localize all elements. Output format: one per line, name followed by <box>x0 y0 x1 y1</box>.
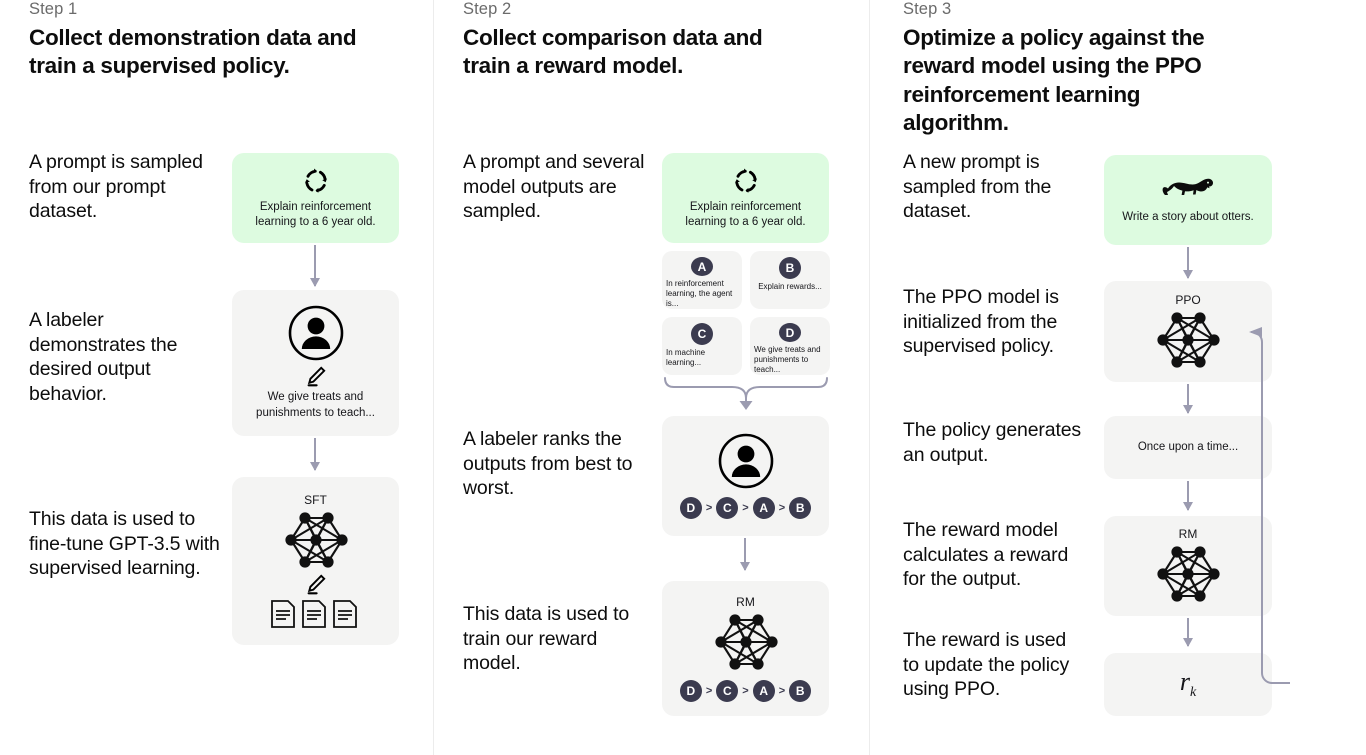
step-3-prompt-box[interactable]: Write a story about otters. <box>1104 155 1272 245</box>
step-1-sft-title: SFT <box>304 493 327 507</box>
step-1-desc-1: A prompt is sampled from our prompt data… <box>29 151 203 223</box>
step-1-sft-box[interactable]: SFT <box>232 477 399 645</box>
reward-symbol-k: k <box>1189 685 1197 701</box>
refresh-cycle-icon <box>301 166 331 196</box>
output-option-c[interactable]: C In machine learning... <box>662 317 742 375</box>
step-2-merge-brace <box>661 375 831 411</box>
step-3-output-box[interactable]: Once upon a time... <box>1104 416 1272 479</box>
rank-sep-1: > <box>705 502 713 514</box>
pencil-icon <box>304 572 328 596</box>
step-1-column: Step 1 Collect demonstration data and tr… <box>0 0 433 755</box>
step-1-prompt-text: Explain reinforcement learning to a 6 ye… <box>255 200 376 228</box>
refresh-cycle-icon <box>731 166 761 196</box>
output-d-text: We give treats and punishments to teach.… <box>754 345 821 374</box>
output-option-b[interactable]: B Explain rewards... <box>750 251 830 309</box>
step-3-rm-box[interactable]: RM <box>1104 516 1272 616</box>
step-2-rm-title: RM <box>736 595 755 609</box>
neural-network-icon <box>275 509 357 571</box>
otter-icon <box>1159 174 1217 204</box>
step-3-ppo-box[interactable]: PPO <box>1104 281 1272 382</box>
step-1-labeler-box[interactable]: We give treats and punishments to teach.… <box>232 290 399 436</box>
badge-a: A <box>691 257 713 276</box>
output-c-text: In machine learning... <box>666 348 706 367</box>
output-option-d[interactable]: D We give treats and punishments to teac… <box>750 317 830 375</box>
step-1-arrow-1 <box>314 245 316 286</box>
step-2-ranking-box[interactable]: D > C > A > B <box>662 416 829 536</box>
badge-b: B <box>779 257 801 279</box>
step-2-prompt-text: Explain reinforcement learning to a 6 ye… <box>685 200 806 228</box>
rank-badge-2: C <box>716 497 739 519</box>
step-3-reward-box[interactable]: rk <box>1104 653 1272 716</box>
ppo-feedback-loop-arrow <box>1249 320 1309 685</box>
step-3-desc-3: The policy generates an output. <box>903 419 1082 466</box>
output-a-text: In reinforcement learning, the agent is.… <box>666 279 733 308</box>
output-b-text: Explain rewards... <box>758 282 822 291</box>
step-3-title: Optimize a policy against the reward mod… <box>903 25 1205 136</box>
badge-d: D <box>779 323 801 342</box>
step-3-desc-4: The reward model calculates a reward for… <box>903 519 1069 591</box>
step-2-desc-3: This data is used to train our reward mo… <box>463 603 630 675</box>
rm-rank-sep-2: > <box>742 685 749 697</box>
neural-network-icon <box>1147 543 1229 605</box>
rank-sep-2: > <box>742 502 749 514</box>
rm-rank-badge-1: D <box>679 680 702 702</box>
step-3-desc-5: The reward is used to update the policy … <box>903 629 1070 701</box>
step-3-arrow-4 <box>1187 618 1189 646</box>
person-circle-icon <box>718 433 774 489</box>
step-3-ppo-title: PPO <box>1175 292 1201 307</box>
step-3-arrow-3 <box>1187 481 1189 510</box>
step-3-label: Step 3 <box>903 0 952 18</box>
reward-symbol-r: r <box>1179 667 1190 697</box>
rm-rank-sep-1: > <box>705 685 713 697</box>
pencil-icon <box>304 364 328 388</box>
step-1-desc-3: This data is used to fine-tune GPT-3.5 w… <box>29 508 220 580</box>
badge-c: C <box>691 323 713 345</box>
step-1-title: Collect demonstration data and train a s… <box>29 25 357 79</box>
step-1-label: Step 1 <box>29 0 78 18</box>
step-2-rm-ranking-row: D > C > A > B <box>679 680 812 702</box>
rank-badge-3: A <box>752 497 775 519</box>
neural-network-icon <box>705 611 787 673</box>
output-option-a[interactable]: A In reinforcement learning, the agent i… <box>662 251 742 309</box>
step-2-label: Step 2 <box>463 0 512 18</box>
step-3-column: Step 3 Optimize a policy against the rew… <box>869 0 1366 755</box>
step-2-ranking-row: D > C > A > B <box>679 497 812 519</box>
step-2-arrow-1 <box>744 538 746 570</box>
step-3-prompt-text: Write a story about otters. <box>1122 211 1254 224</box>
step-2-outputs-grid: A In reinforcement learning, the agent i… <box>662 251 830 375</box>
step-1-prompt-box[interactable]: Explain reinforcement learning to a 6 ye… <box>232 153 399 243</box>
documents-icon <box>270 599 362 629</box>
person-circle-icon <box>288 305 344 361</box>
step-2-desc-2: A labeler ranks the outputs from best to… <box>463 428 633 500</box>
rank-sep-3: > <box>778 502 786 514</box>
rm-rank-badge-2: C <box>716 680 739 702</box>
step-3-arrow-2 <box>1187 384 1189 413</box>
step-1-desc-2: A labeler demonstrates the desired outpu… <box>29 309 178 405</box>
rm-rank-sep-3: > <box>778 685 786 697</box>
step-3-desc-2: The PPO model is initialized from the su… <box>903 286 1059 358</box>
rm-rank-badge-4: B <box>789 680 812 702</box>
rank-badge-1: D <box>679 497 702 519</box>
step-2-desc-1: A prompt and several model outputs are s… <box>463 151 645 223</box>
column-divider-1 <box>433 0 434 755</box>
step-1-arrow-2 <box>314 438 316 470</box>
step-2-prompt-box[interactable]: Explain reinforcement learning to a 6 ye… <box>662 153 829 243</box>
column-divider-2 <box>869 0 870 755</box>
step-1-labeler-text: We give treats and punishments to teach.… <box>256 391 375 419</box>
rm-rank-badge-3: A <box>752 680 775 702</box>
step-3-output-text: Once upon a time... <box>1137 440 1239 453</box>
rank-badge-4: B <box>789 497 812 519</box>
neural-network-icon <box>1147 309 1229 371</box>
step-3-arrow-1 <box>1187 247 1189 278</box>
reward-symbol: rk <box>1180 667 1196 701</box>
step-3-rm-title: RM <box>1178 527 1198 541</box>
step-2-column: Step 2 Collect comparison data and train… <box>433 0 869 755</box>
step-3-desc-1: A new prompt is sampled from the dataset… <box>903 151 1052 223</box>
step-2-rm-box[interactable]: RM <box>662 581 829 716</box>
step-2-title: Collect comparison data and train a rewa… <box>463 25 763 79</box>
